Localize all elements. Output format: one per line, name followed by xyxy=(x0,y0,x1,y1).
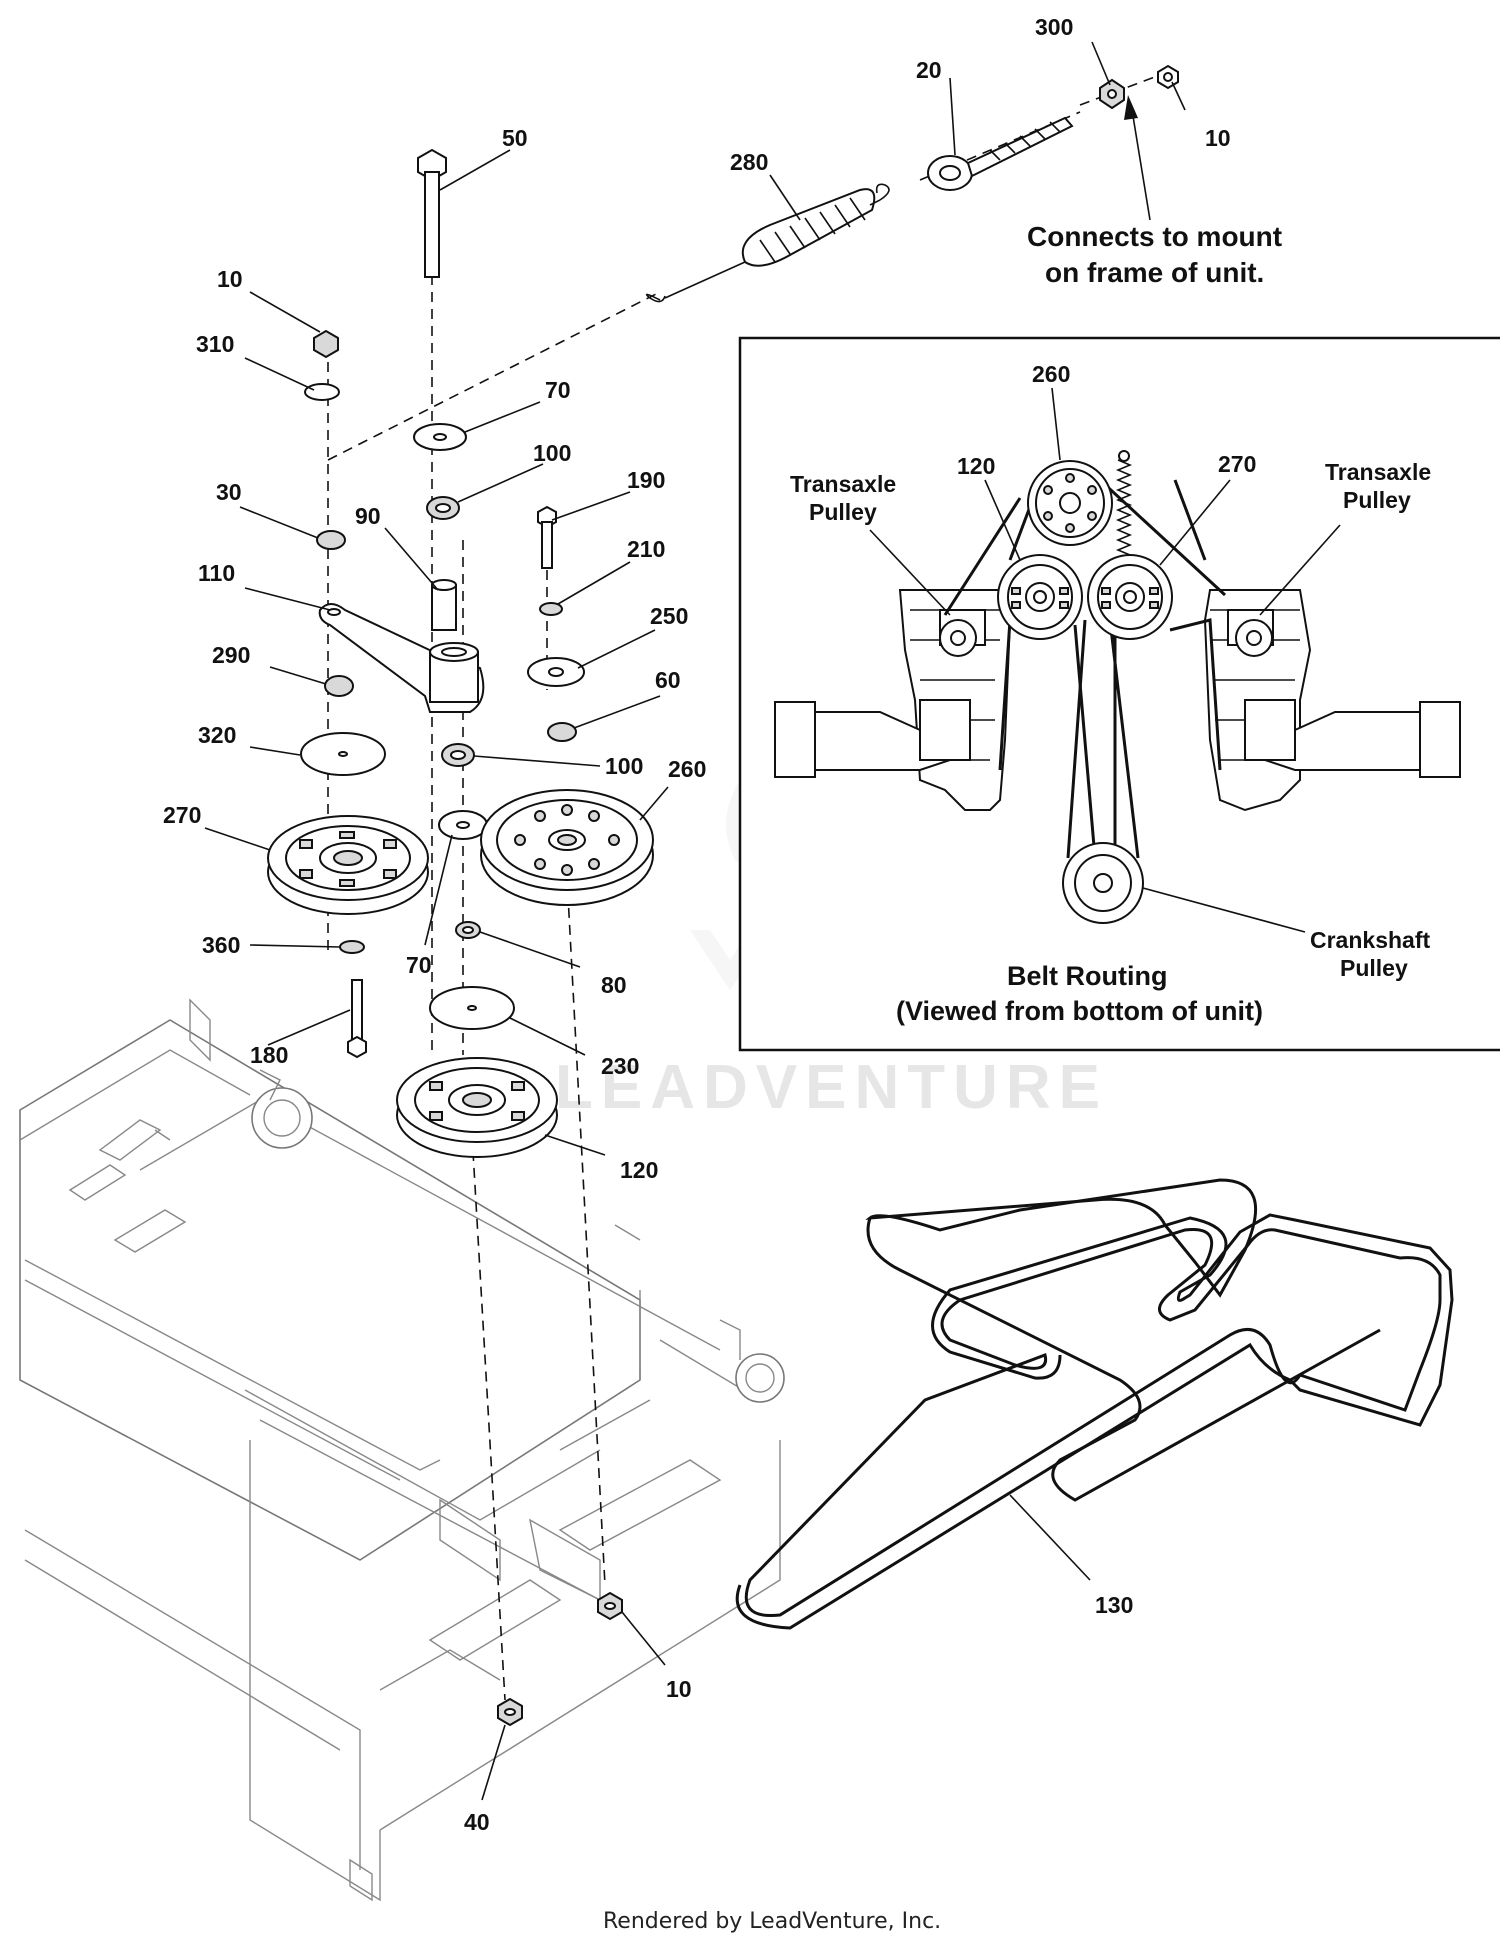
nut-40 xyxy=(497,1697,523,1727)
inset-title-line2: (Viewed from bottom of unit) xyxy=(896,996,1263,1026)
washer-210 xyxy=(539,602,563,616)
idler-arm-110 xyxy=(318,603,485,713)
inset-label-270: 270 xyxy=(1218,451,1256,477)
inset-crankshaft-pulley xyxy=(1062,842,1144,924)
washer-70-lower xyxy=(438,810,488,840)
label-320: 320 xyxy=(198,722,236,748)
washer-360 xyxy=(339,940,365,954)
belt-130 xyxy=(735,1178,1454,1630)
inset-crankshaft-line2: Pulley xyxy=(1340,955,1408,981)
part-numbers: 300 20 10 50 280 10 310 70 100 190 30 90… xyxy=(163,14,1231,1835)
label-30: 30 xyxy=(216,479,242,505)
label-10-lower: 10 xyxy=(666,1676,692,1702)
label-130: 130 xyxy=(1095,1592,1133,1618)
label-90: 90 xyxy=(355,503,381,529)
pulley-120 xyxy=(396,1057,558,1158)
label-180: 180 xyxy=(250,1042,288,1068)
spacer-90 xyxy=(431,579,457,631)
label-40: 40 xyxy=(464,1809,490,1835)
bolt-50 xyxy=(417,148,447,278)
bolt-180 xyxy=(347,979,367,1059)
inset-transaxle-left-line1: Transaxle xyxy=(790,471,896,497)
label-190: 190 xyxy=(627,467,665,493)
right-transaxle xyxy=(1203,589,1461,812)
label-230: 230 xyxy=(601,1053,639,1079)
nut-10-left xyxy=(313,329,339,359)
shield-320 xyxy=(300,732,386,776)
label-10-top: 10 xyxy=(1205,125,1231,151)
inset-crankshaft-line1: Crankshaft xyxy=(1310,927,1430,953)
label-100-lower: 100 xyxy=(605,753,643,779)
pulley-260 xyxy=(480,789,654,906)
eyebolt-20 xyxy=(927,116,1074,191)
spring-280 xyxy=(645,183,890,303)
bearing-100-lower xyxy=(441,743,475,767)
label-360: 360 xyxy=(202,932,240,958)
inset-label-260: 260 xyxy=(1032,361,1070,387)
bolt-190 xyxy=(537,505,557,569)
inset-transaxle-right-line2: Pulley xyxy=(1343,487,1411,513)
label-70-top: 70 xyxy=(545,377,571,403)
label-210: 210 xyxy=(627,536,665,562)
inset-label-120: 120 xyxy=(957,453,995,479)
nut-10-lower xyxy=(597,1591,623,1621)
label-300: 300 xyxy=(1035,14,1073,40)
spacer-290 xyxy=(324,675,354,697)
bearing-100-top xyxy=(426,496,460,520)
inset-pulley-260 xyxy=(1027,460,1113,546)
spacer-30 xyxy=(316,530,346,550)
leader-lines xyxy=(204,41,1186,1801)
label-60: 60 xyxy=(655,667,681,693)
label-110: 110 xyxy=(198,560,235,586)
mower-frame xyxy=(19,998,785,1902)
label-10-left: 10 xyxy=(217,266,243,292)
spacer-60 xyxy=(547,722,577,742)
belt-routing-inset: 260 120 270 Transaxle Pulley Transaxle P… xyxy=(738,336,1500,1052)
inset-transaxle-right-line1: Transaxle xyxy=(1325,459,1431,485)
label-70-lower: 70 xyxy=(406,952,432,978)
pulley-270 xyxy=(267,815,429,915)
label-260: 260 xyxy=(668,756,706,782)
label-280: 280 xyxy=(730,149,768,175)
label-80: 80 xyxy=(601,972,627,998)
inset-belt-path xyxy=(943,478,1227,859)
label-20: 20 xyxy=(916,57,942,83)
mount-callout-line2: on frame of unit. xyxy=(1045,257,1264,288)
label-270: 270 xyxy=(163,802,201,828)
label-50: 50 xyxy=(502,125,528,151)
label-250: 250 xyxy=(650,603,688,629)
shield-230 xyxy=(429,986,515,1030)
label-120: 120 xyxy=(620,1157,658,1183)
bearing-80 xyxy=(455,921,481,939)
mount-callout-arrow xyxy=(1124,95,1151,221)
nut-300 xyxy=(1099,78,1125,110)
mount-callout-line1: Connects to mount xyxy=(1027,221,1282,252)
footer-credit: Rendered by LeadVenture, Inc. xyxy=(603,1909,941,1934)
washer-310 xyxy=(304,383,340,401)
watermark-text: LEADVENTURE xyxy=(555,1053,1108,1122)
label-100-top: 100 xyxy=(533,440,571,466)
inset-pulley-120 xyxy=(997,554,1083,640)
washer-250 xyxy=(527,657,585,687)
label-310: 310 xyxy=(196,331,234,357)
nut-10-top xyxy=(1157,64,1179,90)
inset-leader-lines xyxy=(869,387,1341,933)
inset-pulley-270 xyxy=(1087,554,1173,640)
label-290: 290 xyxy=(212,642,250,668)
washer-70-top xyxy=(413,423,467,451)
inset-title-line1: Belt Routing xyxy=(1007,961,1167,991)
inset-transaxle-left-line2: Pulley xyxy=(809,499,877,525)
left-transaxle xyxy=(774,589,1012,811)
